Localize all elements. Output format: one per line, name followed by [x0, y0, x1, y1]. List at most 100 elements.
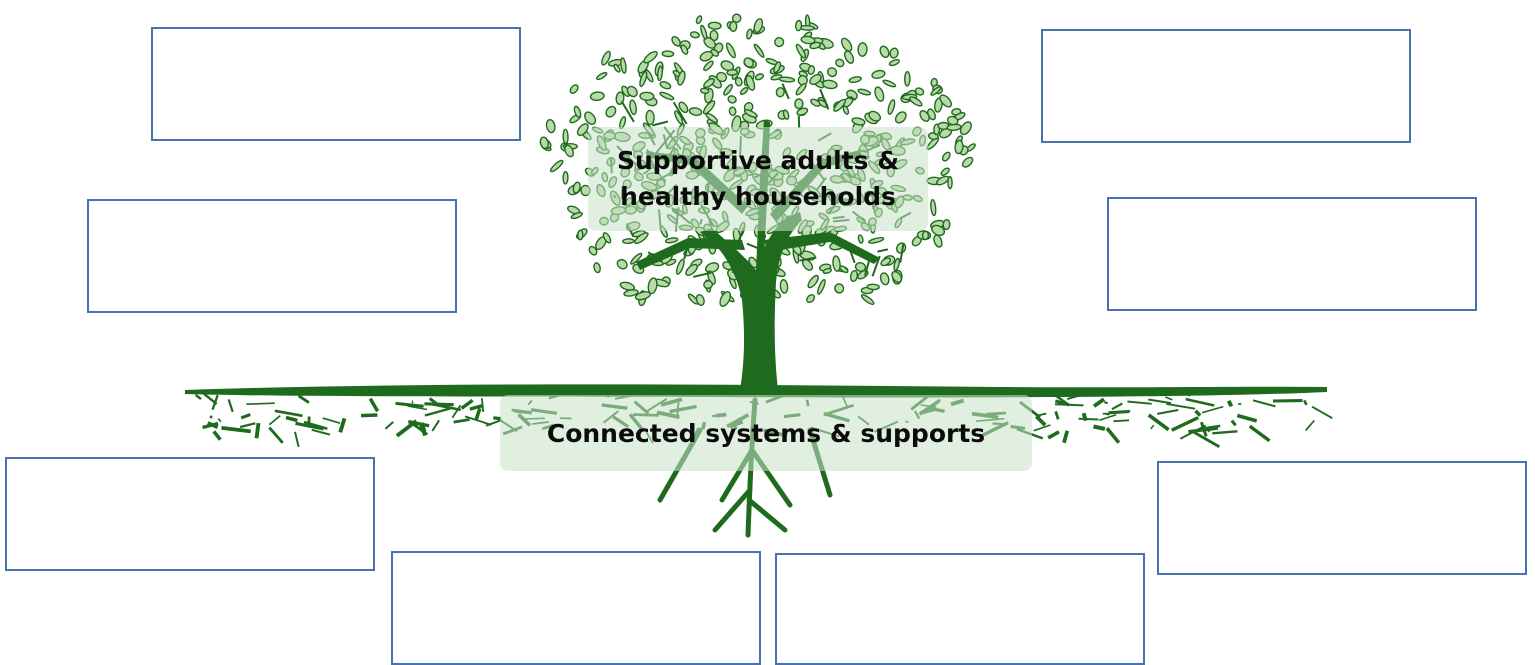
roots-label: Connected systems & supports: [546, 418, 986, 448]
root-strand: [1236, 413, 1258, 423]
leaf: [700, 24, 708, 40]
root-strand: [212, 430, 222, 441]
root-strand: [1311, 405, 1333, 420]
leaf: [680, 44, 689, 55]
root-strand: [268, 426, 284, 444]
empty-text-box-top-left-1[interactable]: [151, 27, 521, 141]
root-strand: [1212, 430, 1238, 435]
roots-label-panel: Connected systems & supports: [500, 395, 1032, 471]
leaf: [734, 76, 743, 87]
leaf: [709, 29, 719, 42]
leaf: [570, 211, 583, 220]
root-strand: [1036, 412, 1047, 417]
leaf: [882, 79, 897, 88]
leaf: [745, 74, 756, 91]
leaf: [903, 71, 911, 87]
root-strand: [451, 404, 462, 419]
root-strand: [1127, 400, 1152, 405]
leaf: [860, 294, 875, 306]
empty-text-box-top-left-2[interactable]: [87, 199, 457, 313]
empty-text-box-bottom-left-2[interactable]: [391, 551, 761, 665]
leaf: [601, 50, 611, 66]
leaf: [707, 270, 716, 285]
leaf: [893, 257, 901, 272]
root-strand: [481, 398, 485, 413]
leaf: [605, 105, 617, 118]
twig: [693, 271, 712, 278]
root-strand: [420, 422, 427, 433]
leaf: [699, 50, 714, 62]
leaf: [857, 234, 864, 244]
root-strand: [1054, 403, 1084, 407]
leaf: [894, 111, 907, 124]
leaf: [810, 98, 821, 107]
root-strand: [227, 399, 234, 413]
leaf: [739, 87, 749, 95]
leaf: [834, 283, 845, 294]
empty-text-box-bottom-right-2[interactable]: [1157, 461, 1527, 575]
root-strand: [395, 401, 424, 408]
leaf: [959, 121, 972, 136]
leaf: [743, 57, 754, 68]
leaf: [909, 96, 923, 107]
leaf: [695, 294, 705, 306]
leaf: [942, 219, 951, 231]
leaf: [623, 289, 639, 297]
leaf: [947, 175, 953, 190]
leaf: [725, 42, 736, 59]
root-strand: [1185, 397, 1215, 407]
root-strand: [285, 415, 298, 423]
root-strand: [1066, 392, 1087, 401]
empty-text-box-top-right-1[interactable]: [1041, 29, 1411, 143]
root-strand: [1033, 424, 1051, 432]
leaf: [699, 87, 710, 94]
leaf: [677, 70, 686, 86]
root-strand: [1092, 397, 1106, 408]
leaf: [809, 73, 822, 86]
root-strand: [474, 407, 482, 420]
leaf: [719, 291, 732, 307]
root-strand: [493, 416, 502, 421]
root-ground-line: [185, 384, 1327, 398]
leaf: [833, 98, 846, 112]
leaf: [832, 255, 841, 272]
leaf: [695, 15, 703, 25]
leaf: [584, 111, 597, 125]
leaf: [822, 79, 838, 90]
twig: [620, 100, 635, 123]
root-strand: [1166, 402, 1196, 410]
root-strand: [1054, 399, 1070, 407]
leaf: [703, 60, 714, 72]
empty-text-box-bottom-right-1[interactable]: [775, 553, 1145, 665]
leaf: [704, 262, 720, 274]
leaf: [919, 110, 930, 122]
leaf: [569, 84, 579, 94]
empty-text-box-bottom-left-1[interactable]: [5, 457, 375, 571]
root-strand: [1054, 410, 1060, 420]
leaf: [707, 21, 722, 30]
root-strand: [194, 393, 202, 401]
root-strand: [1248, 424, 1271, 443]
leaf: [954, 139, 964, 155]
root-strand: [1150, 424, 1155, 430]
leaf: [930, 86, 942, 96]
leaf: [545, 118, 556, 134]
leaf: [661, 50, 675, 58]
root-strand: [1194, 409, 1202, 417]
root-strand: [453, 418, 470, 424]
empty-text-box-top-right-2[interactable]: [1107, 197, 1477, 311]
leaf: [573, 105, 582, 118]
leaf: [589, 91, 605, 102]
leaf: [854, 262, 867, 272]
leaf: [720, 60, 735, 72]
root-strand: [368, 397, 380, 413]
root-strand: [1062, 430, 1070, 444]
root-strand: [203, 392, 218, 405]
leaf: [794, 98, 804, 110]
root-strand: [464, 415, 492, 426]
leaf: [868, 237, 885, 244]
leaf: [891, 270, 903, 283]
leaf: [809, 41, 822, 50]
leaf: [639, 91, 655, 102]
root-strand: [286, 388, 308, 395]
